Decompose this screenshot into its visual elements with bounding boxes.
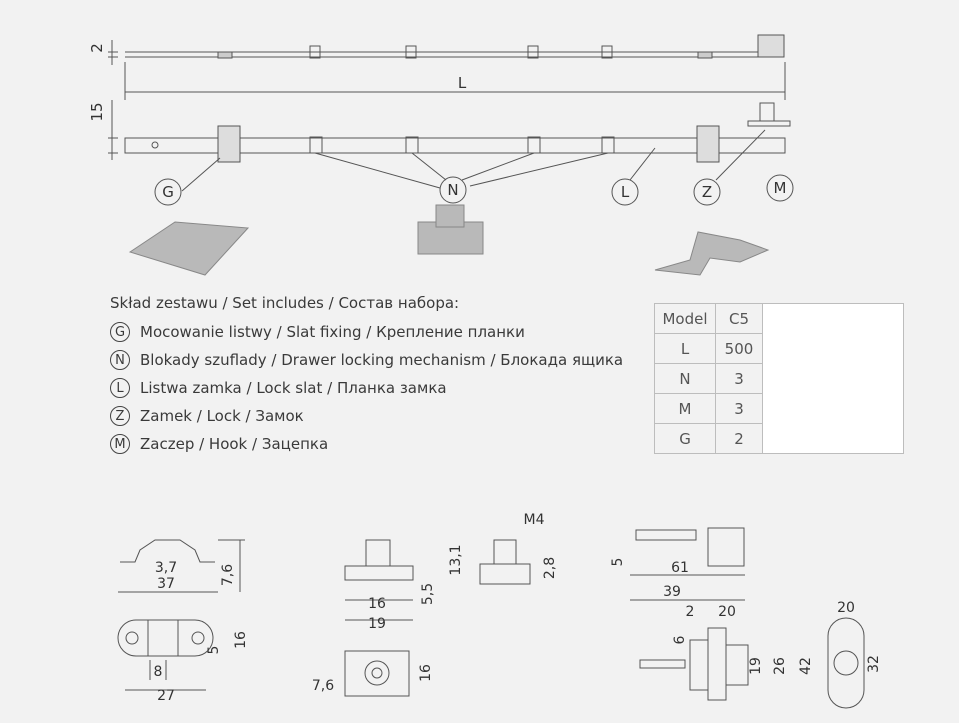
z-dim-4: 2 <box>686 604 695 620</box>
callout-z: Z <box>702 183 712 201</box>
n-dim-1: 13,1 <box>448 544 464 575</box>
g-dim-7: 27 <box>157 688 175 704</box>
z-dim-6: 6 <box>672 635 688 644</box>
legend-letter: Z <box>110 406 130 426</box>
g-dim-5: 16 <box>233 631 249 649</box>
g-dim-4: 5 <box>206 646 222 655</box>
callout-m: M <box>774 179 787 197</box>
spec-value: 3 <box>715 363 763 394</box>
g-dim-1: 3,7 <box>155 560 177 576</box>
spec-blank-cell <box>762 303 904 454</box>
spec-value: 3 <box>715 393 763 424</box>
n-dim-5: M4 <box>524 512 545 528</box>
legend-letter: G <box>110 322 130 342</box>
legend-letter: M <box>110 434 130 454</box>
set-includes-legend: Skład zestawu / Set includes / Состав на… <box>110 294 623 458</box>
legend-item: Z Zamek / Lock / Замок <box>110 402 623 430</box>
dim-l-label: L <box>458 74 467 92</box>
legend-text: Mocowanie listwy / Slat fixing / Креплен… <box>140 323 525 341</box>
legend-letter: N <box>110 350 130 370</box>
n-dim-3: 16 <box>368 596 386 612</box>
legend-letter: L <box>110 378 130 398</box>
legend-title: Skład zestawu / Set includes / Состав на… <box>110 294 460 312</box>
z-dim-10: 20 <box>837 600 855 616</box>
z-dim-8: 26 <box>772 657 788 675</box>
z-dim-2: 61 <box>671 560 689 576</box>
n-dim-4: 19 <box>368 616 386 632</box>
legend-text: Blokady szuflady / Drawer locking mechan… <box>140 351 624 369</box>
legend-text: Zaczep / Hook / Зацепка <box>140 435 329 453</box>
callout-l: L <box>621 183 630 201</box>
z-dim-9: 42 <box>798 657 814 675</box>
g-dim-3: 37 <box>157 576 175 592</box>
spec-label: G <box>654 423 716 454</box>
dim-gap-label: 2 <box>88 43 106 53</box>
spec-value: 2 <box>715 423 763 454</box>
spec-value: C5 <box>715 303 763 334</box>
z-dim-5: 20 <box>718 604 736 620</box>
g-dim-6: 8 <box>154 664 163 680</box>
legend-item: M Zaczep / Hook / Зацепка <box>110 430 623 458</box>
legend-text: Zamek / Lock / Замок <box>140 407 304 425</box>
z-dim-1: 5 <box>610 558 626 567</box>
legend-text: Listwa zamka / Lock slat / Планка замка <box>140 379 447 397</box>
spec-value: 500 <box>715 333 763 364</box>
callout-n: N <box>447 181 458 199</box>
z-dim-3: 39 <box>663 584 681 600</box>
dim-height-label: 15 <box>88 102 106 121</box>
g-dim-2: 7,6 <box>220 564 236 586</box>
n-dim-6: 2,8 <box>542 557 558 579</box>
legend-item: N Blokady szuflady / Drawer locking mecha… <box>110 346 623 374</box>
z-dim-7: 19 <box>748 657 764 675</box>
n-dim-8: 16 <box>418 664 434 682</box>
callout-g: G <box>162 183 174 201</box>
n-dim-2: 5,5 <box>420 583 436 605</box>
spec-label: M <box>654 393 716 424</box>
spec-label: L <box>654 333 716 364</box>
legend-item: G Mocowanie listwy / Slat fixing / Крепле… <box>110 318 623 346</box>
legend-item: L Listwa zamka / Lock slat / Планка замка <box>110 374 623 402</box>
n-dim-7: 7,6 <box>312 678 334 694</box>
z-dim-11: 32 <box>866 655 882 673</box>
spec-label: N <box>654 363 716 394</box>
spec-label: Model <box>654 303 716 334</box>
